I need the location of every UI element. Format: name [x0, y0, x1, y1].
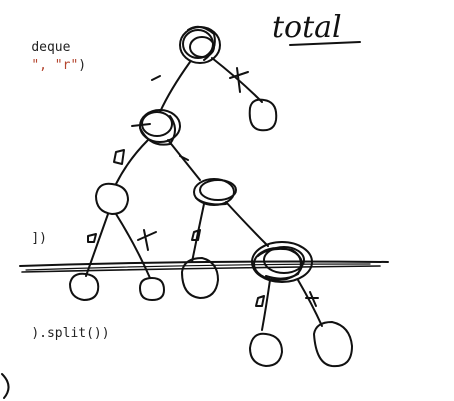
edge-l3-left-left	[85, 213, 109, 277]
root-node	[179, 25, 221, 64]
edge-l4-right-left	[261, 279, 271, 331]
leaf-node-3	[181, 257, 219, 299]
tick-l3-left	[87, 233, 97, 243]
edge-l2-left-right	[167, 139, 201, 181]
code-line-bracket: ])	[0, 215, 47, 263]
cross-mark-l4-right-right	[305, 291, 319, 307]
cross-mark-root-right	[229, 67, 249, 93]
cross-mark-l3-left-right	[137, 229, 157, 251]
leaf-node-4	[249, 332, 283, 367]
code-line-strings: ", "r")	[0, 42, 86, 90]
tick-l2-left	[113, 149, 125, 165]
leaf-node-2	[139, 277, 165, 301]
node-root-right	[248, 98, 278, 132]
edge-root-left	[159, 61, 191, 113]
l4-right-node	[251, 241, 313, 283]
tick-l3-right	[191, 229, 201, 241]
code-bracket: ]	[31, 231, 40, 246]
code-split: ).split())	[31, 326, 110, 341]
partial-paren	[1, 373, 10, 399]
strike-line-3	[25, 263, 371, 271]
title-underline	[289, 41, 361, 46]
edge-l2-left-left	[115, 139, 149, 185]
edge-l3-right-left	[191, 203, 205, 263]
l3-right-node	[193, 178, 237, 206]
l2-left-node	[131, 109, 181, 146]
edge-root-right	[211, 57, 263, 103]
tick-l4-right	[255, 295, 265, 307]
code-str-suffix: )	[78, 58, 87, 73]
code-close: )	[39, 231, 47, 246]
strike-line-2	[21, 265, 381, 273]
edge-l3-right-right	[225, 201, 269, 247]
code-line-deque: deque	[0, 24, 70, 72]
tick-root-left	[151, 75, 161, 81]
title-total: total	[272, 10, 342, 45]
edge-l3-left-right	[115, 213, 151, 279]
code-line-split: ).split())	[0, 310, 110, 358]
l3-left-node	[95, 182, 129, 215]
strike-line-1	[19, 260, 389, 267]
code-str-r: "r"	[54, 58, 79, 73]
code-str-prefix: ",	[31, 58, 55, 73]
edge-l4-right-right	[297, 279, 323, 327]
leaf-node-1	[69, 272, 100, 301]
leaf-node-5	[313, 321, 353, 368]
cross-mark-l2-left-right	[179, 155, 189, 161]
code-deque: deque	[31, 40, 71, 55]
